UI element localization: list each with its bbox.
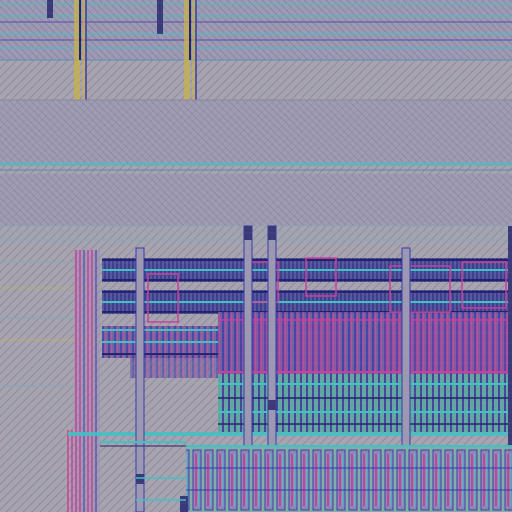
fine-row-overlay [0,0,512,512]
layout-drawing [0,0,512,512]
ic-layout-view [0,0,512,512]
